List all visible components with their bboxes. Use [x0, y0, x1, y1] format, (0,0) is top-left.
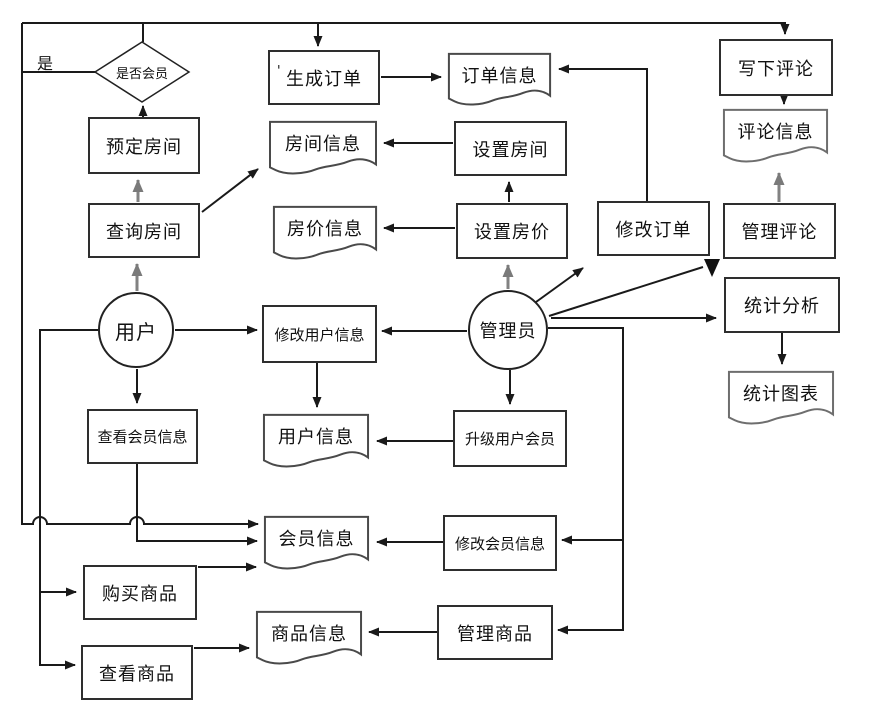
- process-label: 预定房间: [106, 136, 182, 158]
- process-label: 修改订单: [615, 219, 692, 241]
- document-shape: [268, 120, 378, 178]
- edge-yes-to-member-info: [21, 23, 259, 529]
- document-shape: [255, 610, 363, 668]
- edge-admin-to-manage-goods: [548, 327, 624, 635]
- process-label: 管理评论: [741, 222, 818, 243]
- process-label: 设置房间: [472, 139, 549, 161]
- document-shape: [727, 370, 835, 428]
- actor-admin-label: 管理员: [479, 321, 537, 342]
- edge-modify-order-to-order-info: [558, 64, 648, 201]
- decision-member-check: 是否会员: [92, 40, 192, 104]
- process-label: 生成订单: [286, 68, 362, 90]
- process-view-member-info: 查看会员信息: [87, 409, 198, 464]
- process-label: 统计分析: [744, 296, 820, 317]
- process-view-goods: 查看商品: [81, 645, 193, 700]
- edge-view-member-info-to-member-info: [136, 464, 258, 546]
- process-label: 修改会员信息: [454, 534, 545, 553]
- process-label: 查看会员信息: [97, 428, 188, 446]
- process-buy-goods: 购买商品: [83, 565, 197, 620]
- document-shape: [272, 205, 378, 263]
- datastore-label: 房价信息: [287, 219, 363, 240]
- document-shape: [262, 413, 370, 471]
- datastore-label: 会员信息: [278, 529, 355, 550]
- datastore-room-info: 房间信息: [268, 120, 378, 178]
- datastore-label: 商品信息: [271, 624, 347, 645]
- process-generate-order: ' 生成订单: [268, 50, 380, 105]
- edge-query-room-to-room-info: [201, 168, 259, 213]
- datastore-label: 订单信息: [461, 65, 538, 87]
- document-shape: [722, 108, 829, 166]
- process-upgrade-membership: 升级用户会员: [453, 410, 567, 467]
- process-reserve-room: 预定房间: [88, 117, 200, 174]
- process-label: 修改用户信息: [274, 325, 365, 344]
- process-modify-member-info: 修改会员信息: [443, 515, 557, 571]
- process-modify-order: 修改订单: [597, 201, 710, 256]
- edge-admin-to-manage-comment-arrowhead: [704, 259, 720, 277]
- actor-user: 用户: [98, 292, 174, 368]
- process-set-room: 设置房间: [454, 121, 567, 176]
- datastore-label: 用户信息: [278, 427, 354, 448]
- process-manage-goods: 管理商品: [437, 605, 553, 660]
- process-label: 查看商品: [99, 663, 175, 685]
- stray-tick-mark: ': [277, 64, 282, 79]
- datastore-goods-info: 商品信息: [255, 610, 363, 668]
- datastore-comment-info: 评论信息: [722, 108, 829, 166]
- process-label: 设置房价: [474, 222, 550, 243]
- document-shape: [263, 515, 370, 573]
- process-stat-analysis: 统计分析: [724, 277, 840, 333]
- document-shape: [447, 52, 552, 109]
- decision-label: 是否会员: [115, 66, 168, 82]
- diamond-shape: [93, 41, 191, 103]
- process-set-price: 设置房价: [456, 203, 568, 259]
- process-modify-user-info: 修改用户信息: [262, 305, 377, 363]
- branch-label-yes: 是: [37, 54, 54, 73]
- process-write-comment: 写下评论: [719, 39, 833, 96]
- datastore-label: 评论信息: [737, 122, 814, 143]
- process-query-room: 查询房间: [88, 203, 200, 258]
- process-manage-comment: 管理评论: [723, 203, 836, 259]
- datastore-member-info: 会员信息: [263, 515, 370, 573]
- edge-rail-to-write-comment: [22, 22, 790, 35]
- datastore-label: 房间信息: [285, 134, 361, 155]
- process-label: 管理商品: [457, 623, 533, 645]
- datastore-user-info: 用户信息: [262, 413, 370, 471]
- datastore-label: 统计图表: [743, 384, 819, 405]
- edge-admin-to-manage-comment: [548, 266, 704, 317]
- process-label: 写下评论: [738, 58, 814, 80]
- actor-user-label: 用户: [115, 319, 157, 344]
- datastore-stat-chart: 统计图表: [727, 370, 835, 428]
- datastore-price-info: 房价信息: [272, 205, 378, 263]
- process-label: 购买商品: [102, 583, 178, 605]
- edge-user-to-view-goods: [39, 329, 98, 670]
- process-label: 升级用户会员: [464, 430, 555, 448]
- process-label: 查询房间: [106, 221, 182, 243]
- edge-admin-to-modify-order: [535, 267, 584, 303]
- actor-admin: 管理员: [468, 290, 548, 370]
- datastore-order-info: 订单信息: [447, 52, 552, 109]
